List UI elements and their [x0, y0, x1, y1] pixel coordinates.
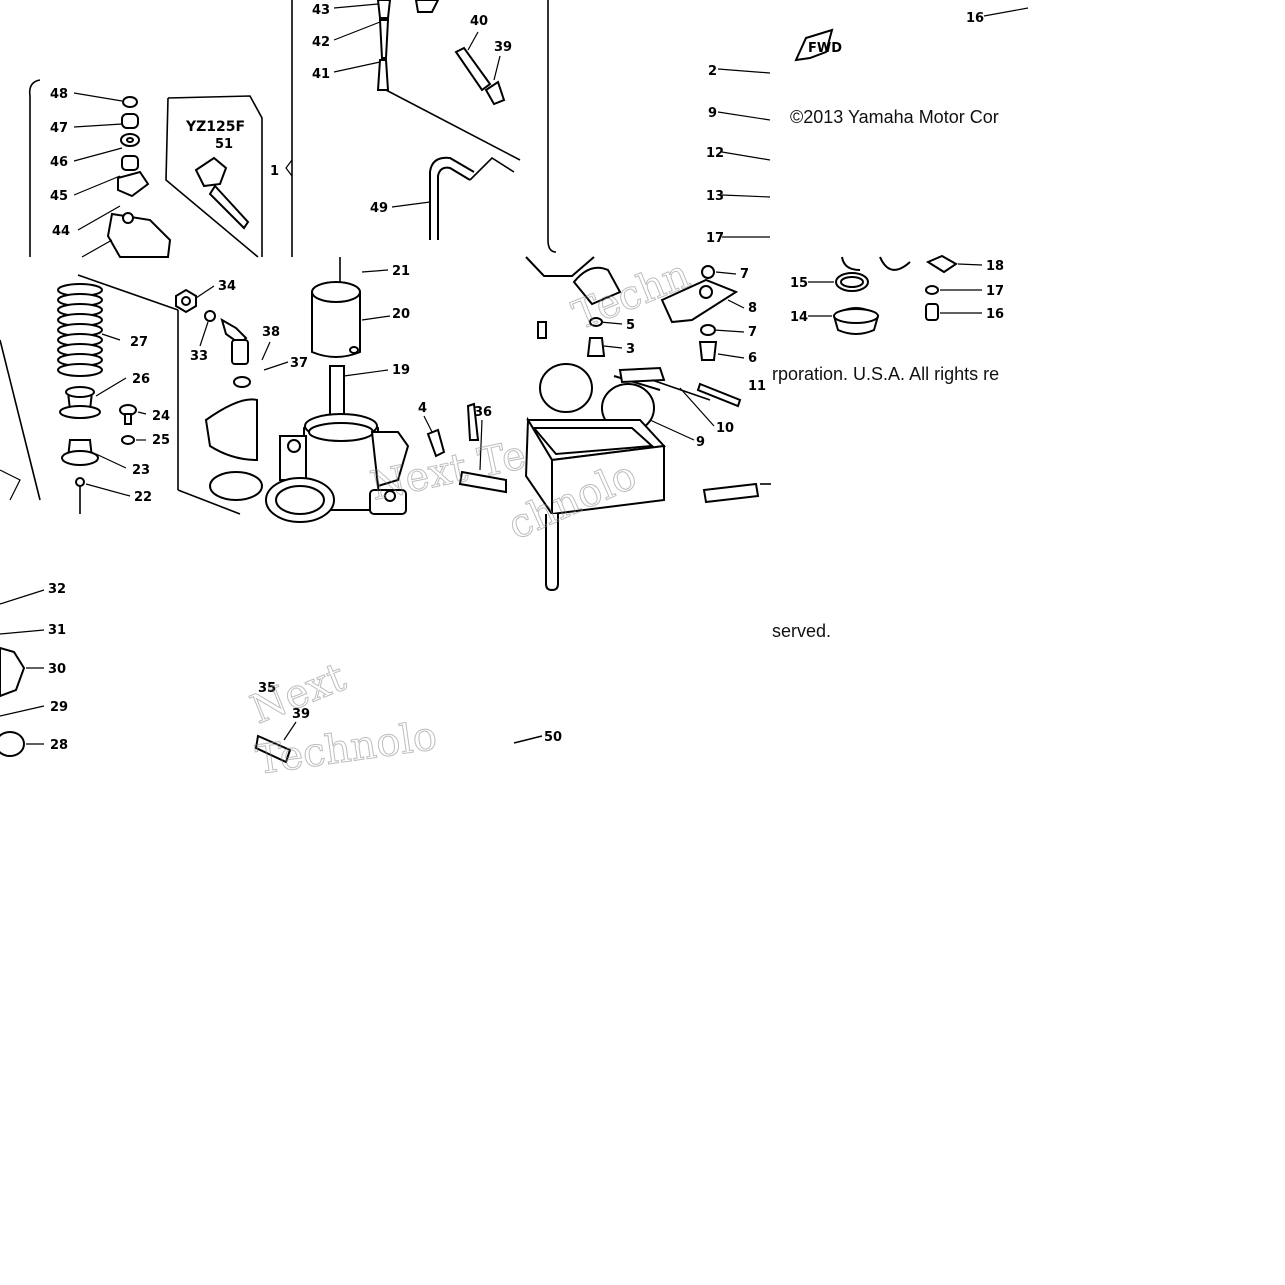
part-number-5: 5: [626, 318, 635, 333]
part-number-18: 18: [986, 259, 1004, 274]
yz125f-inset: YZ125F 51: [165, 95, 263, 258]
plate-holder: [61, 439, 99, 514]
part-number-11: 11: [748, 379, 766, 394]
part-number-45: 45: [50, 189, 68, 204]
needle-jet-assembly: [376, 0, 521, 161]
part-number-43: 43: [312, 3, 330, 18]
part-number-6: 6: [748, 351, 757, 366]
float-arm-bracket: [660, 265, 739, 324]
top-right-left-labels: 2 9 12 13 17: [706, 64, 771, 246]
part-number-7b: 7: [748, 325, 757, 340]
part-number-50: 50: [544, 730, 562, 745]
part-number-1: 1: [270, 164, 279, 179]
stack-small-parts: [106, 96, 172, 258]
copyright-line-3: served.: [772, 621, 831, 641]
seal-holder: [59, 386, 101, 419]
part-number-30: 30: [48, 662, 66, 677]
part-number-9-top: 9: [708, 106, 717, 121]
part-number-2: 2: [708, 64, 717, 79]
part-number-7a: 7: [740, 267, 749, 282]
carburetor-body: [265, 365, 410, 523]
tile-row3-left: 32 31 30 29 28: [0, 582, 68, 757]
part-number-47: 47: [50, 121, 68, 136]
tile-row2-far-right: 15 14 18 17 16 rporation. U.S.A. All rig…: [772, 254, 1004, 384]
tile-row2-middle: 38 37 21 20 19 4 3: [261, 257, 507, 523]
part-number-9: 9: [696, 435, 705, 450]
part-number-29: 29: [50, 700, 68, 715]
part-number-39b: 39: [292, 707, 310, 722]
part-number-27: 27: [130, 335, 148, 350]
part-number-48: 48: [50, 87, 68, 102]
copyright-line-1: ©2013 Yamaha Motor Cor: [790, 107, 999, 127]
float-bowl: [524, 416, 667, 518]
part-number-8: 8: [748, 301, 757, 316]
part-number-51: 51: [215, 137, 233, 152]
part-number-14: 14: [790, 310, 808, 325]
part-number-44: 44: [52, 224, 70, 239]
part-number-32: 32: [48, 582, 66, 597]
fwd-label: FWD: [808, 41, 842, 56]
part-number-4: 4: [418, 401, 427, 416]
part-number-49: 49: [370, 201, 388, 216]
part-number-22: 22: [134, 490, 152, 505]
tile-top-middle: 43 42 41 40 39 1 49: [270, 0, 557, 257]
part-number-16-top: 16: [966, 11, 984, 26]
part-number-36: 36: [474, 405, 492, 420]
tile-row2-right: 7 8 5 3 7 6 11 10 9: [524, 256, 771, 518]
part-number-20: 20: [392, 307, 410, 322]
part-number-26: 26: [132, 372, 150, 387]
tile-row2-left: 27 26 24 25 23 22 34 33: [0, 274, 263, 515]
tile-top-left: 48 47 46 45 44 YZ125F 51: [28, 79, 263, 258]
part-number-23: 23: [132, 463, 150, 478]
part-number-40: 40: [470, 14, 488, 29]
model-label: YZ125F: [185, 119, 245, 135]
part-number-19: 19: [392, 363, 410, 378]
part-number-10: 10: [716, 421, 734, 436]
cap-34: [175, 288, 197, 314]
tile-top-right: FWD 16 ©2013 Yamaha Motor Cor: [790, 7, 1029, 127]
part-number-25: 25: [152, 433, 170, 448]
part-number-3: 3: [626, 342, 635, 357]
part-number-39: 39: [494, 40, 512, 55]
part-number-28: 28: [50, 738, 68, 753]
small-screw-24: [119, 404, 137, 445]
fwd-arrow: FWD: [794, 28, 842, 62]
part-number-24: 24: [152, 409, 170, 424]
part-number-12: 12: [706, 146, 724, 161]
part-number-21: 21: [392, 264, 410, 279]
part-number-31: 31: [48, 623, 66, 638]
part-number-13: 13: [706, 189, 724, 204]
part-number-33: 33: [190, 349, 208, 364]
part-number-15: 15: [790, 276, 808, 291]
part-number-16: 16: [986, 307, 1004, 322]
part-number-42: 42: [312, 35, 330, 50]
spring: [57, 283, 103, 377]
copyright-line-2: rporation. U.S.A. All rights re: [772, 364, 999, 384]
part-number-46: 46: [50, 155, 68, 170]
part-number-34: 34: [218, 279, 236, 294]
part-number-37: 37: [290, 356, 308, 371]
part-number-38: 38: [262, 325, 280, 340]
part-number-41: 41: [312, 67, 330, 82]
part-number-17-top: 17: [706, 231, 724, 246]
part-number-35: 35: [258, 681, 276, 696]
throttle-valve: [311, 281, 361, 358]
part-number-17: 17: [986, 284, 1004, 299]
tile-row3-middle: 35 39 50: [254, 681, 562, 764]
